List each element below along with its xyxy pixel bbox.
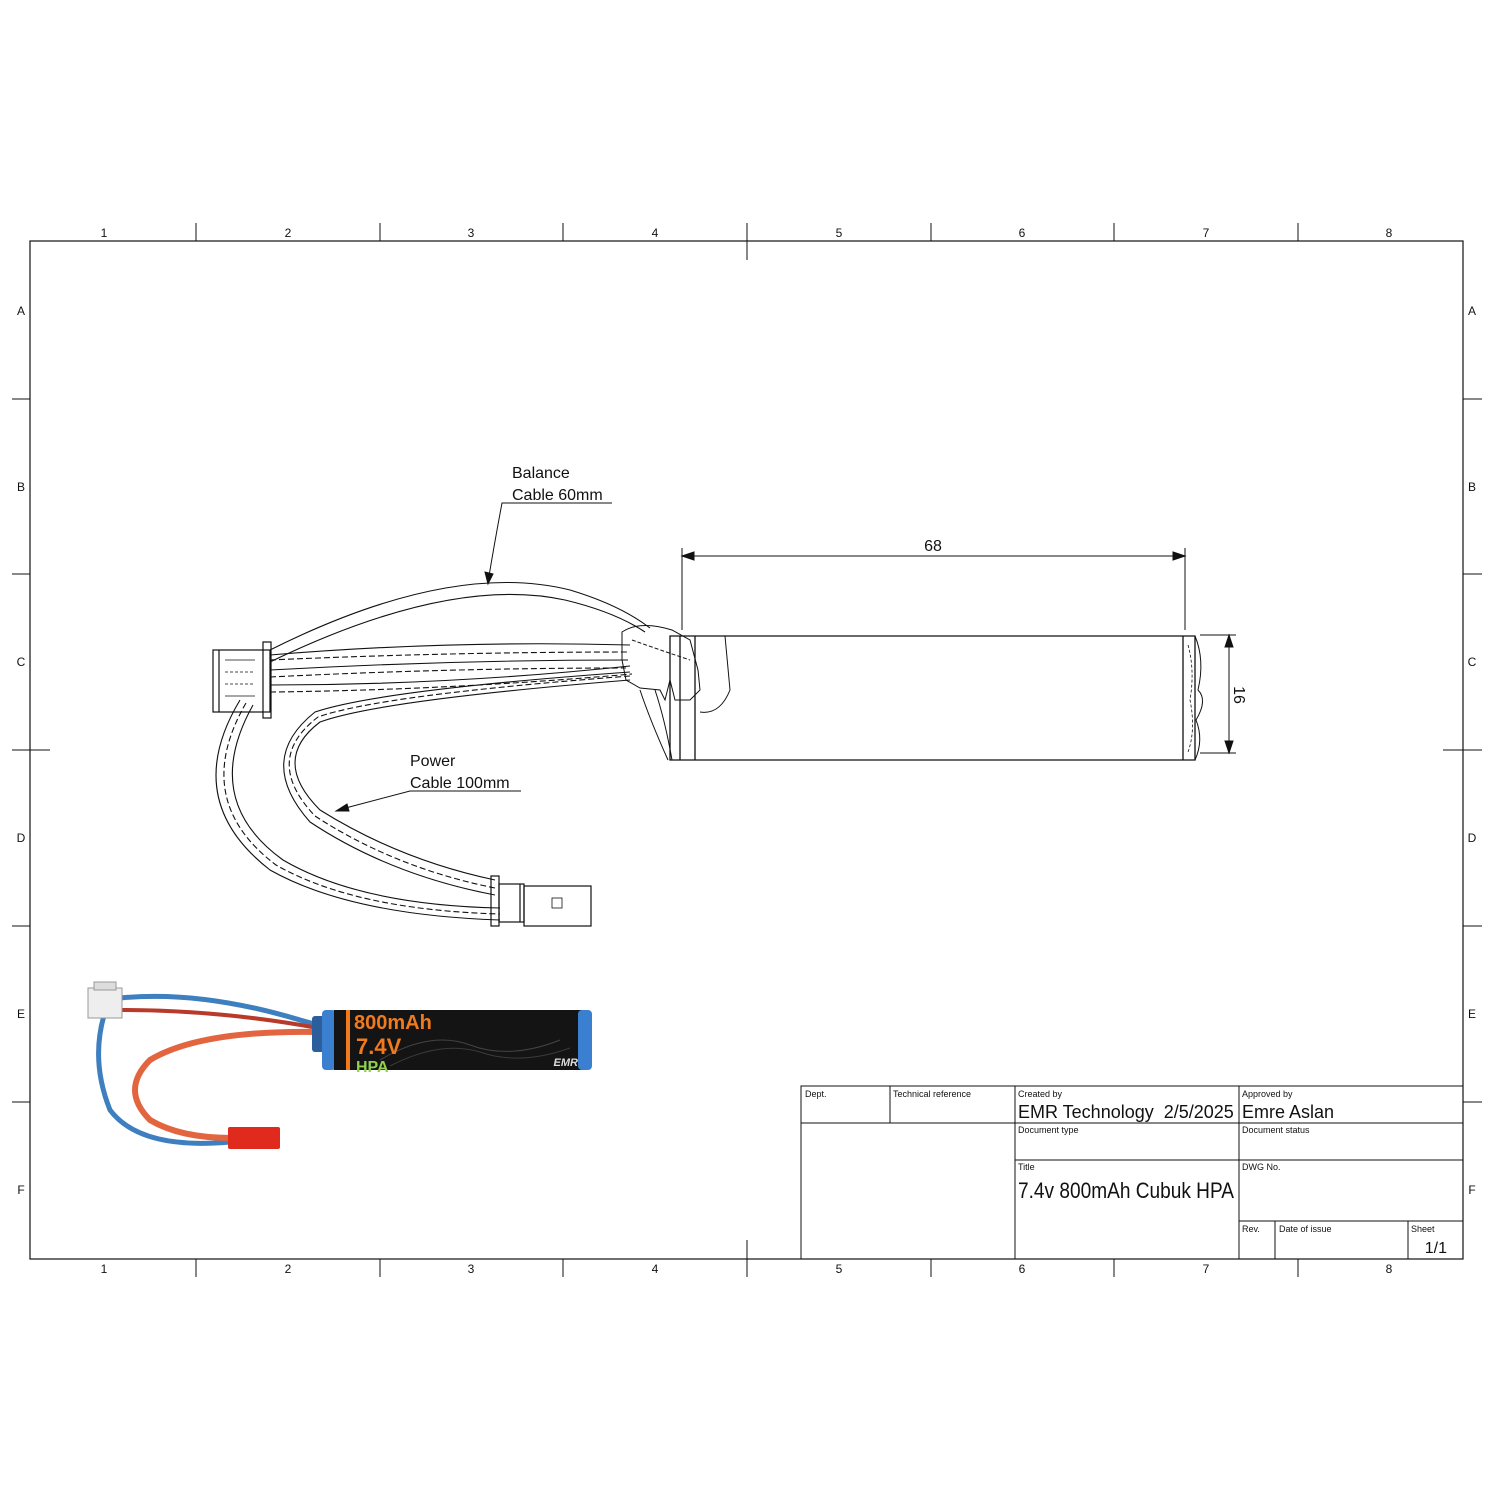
row-label-a: A (17, 304, 25, 318)
photo-red-balance-wire (119, 1008, 319, 1030)
photo-power-connector (228, 1127, 280, 1149)
col-label-6: 6 (1019, 226, 1026, 240)
photo-blue-wire-top (119, 993, 319, 1028)
photo-blue-cap-left (322, 1010, 336, 1070)
battery-product-photo: 800mAh 7.4V HPA EMR (87, 981, 592, 1149)
row-label-a: A (1468, 304, 1476, 318)
photo-red-power-wire (132, 1028, 319, 1141)
power-cable-label-line1: Power (410, 753, 456, 770)
created-by-value: EMR Technology 2/5/2025 (1018, 1102, 1234, 1122)
length-dimension-value: 68 (924, 538, 942, 555)
photo-brand-logo: EMR (554, 1057, 579, 1069)
row-label-b: B (1468, 480, 1476, 494)
photo-battery-sleeve (334, 1010, 582, 1070)
col-label-7: 7 (1203, 226, 1210, 240)
balance-cable-label-line1: Balance (512, 465, 570, 482)
battery-body (669, 635, 1203, 761)
photo-type-text: HPA (356, 1059, 389, 1076)
col-label-7: 7 (1203, 1262, 1210, 1276)
balance-connector (212, 641, 272, 719)
row-label-f: F (1468, 1183, 1475, 1197)
title-label: Title (1018, 1162, 1035, 1172)
power-wire-outer (215, 699, 501, 921)
photo-blue-wire-loop (96, 1011, 231, 1146)
technical-reference-label: Technical reference (893, 1089, 971, 1099)
row-label-e: E (1468, 1007, 1476, 1021)
rev-label: Rev. (1242, 1224, 1260, 1234)
approved-by-value: Emre Aslan (1242, 1102, 1334, 1122)
diameter-dimension-value: 16 (1230, 686, 1247, 704)
photo-balance-connector (87, 987, 123, 1019)
balance-cable-label-line2: Cable 60mm (512, 487, 603, 504)
col-label-6: 6 (1019, 1262, 1026, 1276)
drawing-title: 7.4v 800mAh Cubuk HPA (1018, 1178, 1234, 1203)
column-labels-bottom: 1 2 3 4 5 6 7 8 (101, 1262, 1393, 1276)
col-label-5: 5 (836, 1262, 843, 1276)
row-label-d: D (17, 831, 26, 845)
approved-by-label: Approved by (1242, 1089, 1293, 1099)
row-ticks (12, 398, 1482, 1103)
title-block (800, 1085, 1464, 1260)
photo-capacity-text: 800mAh (354, 1012, 432, 1034)
document-type-label: Document type (1018, 1125, 1079, 1135)
col-label-4: 4 (652, 1262, 659, 1276)
column-ticks (195, 223, 1299, 1277)
col-label-2: 2 (285, 1262, 292, 1276)
row-labels-right: A B C D E F (1468, 304, 1477, 1197)
col-label-2: 2 (285, 226, 292, 240)
sheet-value: 1/1 (1425, 1240, 1447, 1257)
battery-end-cap (621, 625, 731, 761)
row-label-c: C (17, 655, 26, 669)
dept-label: Dept. (805, 1089, 827, 1099)
balance-wires (269, 582, 651, 693)
battery-technical-drawing (212, 502, 1236, 927)
col-label-3: 3 (468, 226, 475, 240)
row-label-f: F (17, 1183, 24, 1197)
row-label-e: E (17, 1007, 25, 1021)
length-dimension (680, 548, 1187, 630)
col-label-1: 1 (101, 226, 108, 240)
power-connector (490, 875, 592, 927)
col-label-4: 4 (652, 226, 659, 240)
row-labels-left: A B C D E F (17, 304, 26, 1197)
power-wire-inner (283, 671, 631, 896)
column-labels-top: 1 2 3 4 5 6 7 8 (101, 226, 1393, 240)
date-of-issue-label: Date of issue (1279, 1224, 1332, 1234)
col-label-8: 8 (1386, 226, 1393, 240)
col-label-3: 3 (468, 1262, 475, 1276)
row-label-c: C (1468, 655, 1477, 669)
balance-leader (484, 502, 612, 586)
photo-voltage-text: 7.4V (356, 1034, 402, 1059)
created-by-label: Created by (1018, 1089, 1063, 1099)
col-label-1: 1 (101, 1262, 108, 1276)
sheet-label: Sheet (1411, 1224, 1435, 1234)
row-label-b: B (17, 480, 25, 494)
col-label-8: 8 (1386, 1262, 1393, 1276)
row-label-d: D (1468, 831, 1477, 845)
power-leader (334, 790, 521, 812)
photo-blue-cap-right (578, 1010, 592, 1070)
dwg-no-label: DWG No. (1242, 1162, 1281, 1172)
diameter-dimension (1200, 633, 1236, 755)
col-label-5: 5 (836, 226, 843, 240)
document-status-label: Document status (1242, 1125, 1310, 1135)
power-cable-label-line2: Cable 100mm (410, 775, 510, 792)
